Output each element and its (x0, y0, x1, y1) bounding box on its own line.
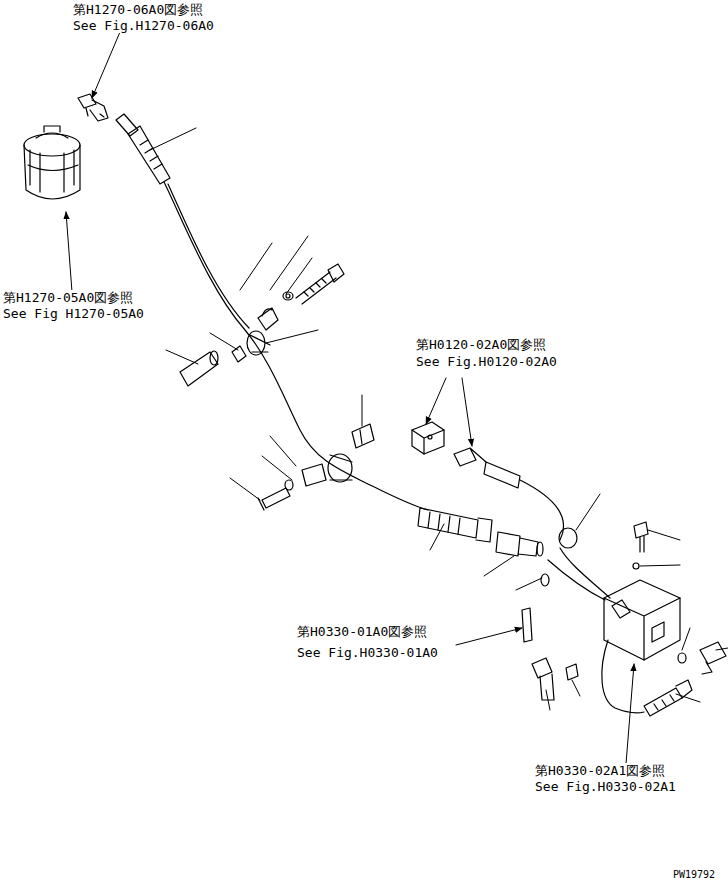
figure-reference: See Fig H1270-05A0 (2, 306, 145, 321)
figure-reference: 第H0330-02A1図参照 (534, 763, 666, 778)
hose-line (560, 548, 610, 598)
spacer (180, 346, 246, 386)
figure-reference: See Fig.H0330-01A0 (296, 645, 439, 660)
figure-reference: 第H1270-05A0図参照 (2, 290, 134, 305)
bolt (283, 264, 344, 304)
hose-line (168, 184, 249, 328)
clamp (559, 528, 577, 548)
switch-fitting (412, 422, 564, 540)
figure-reference: 第H0120-02A0図参照 (415, 337, 547, 352)
clamp (247, 308, 278, 355)
bolt (258, 480, 293, 510)
figure-reference: 第H1270-06A0図参照 (72, 2, 204, 17)
figure-reference: 第H0330-01A0図参照 (296, 624, 428, 639)
elbow-fitting (78, 94, 108, 121)
figure-reference: See Fig.H1270-06A0 (72, 18, 215, 33)
figure-reference: See Fig.H0330-02A1 (534, 779, 677, 794)
hose-line (164, 182, 428, 510)
figure-reference: See Fig.H0120-02A0 (415, 354, 558, 369)
filter (24, 126, 80, 199)
hose-end (418, 508, 492, 542)
hose-line (602, 640, 644, 713)
hose-end (116, 114, 170, 184)
drawing-number: PW19792 (672, 869, 716, 881)
elbow-fitting (678, 642, 726, 674)
hose-end (644, 680, 692, 716)
reference-arrow (66, 32, 634, 764)
clamp (302, 424, 374, 486)
hose-line (548, 560, 605, 600)
leader-line (150, 128, 728, 710)
fitting (522, 608, 578, 700)
valve-block (604, 522, 680, 660)
